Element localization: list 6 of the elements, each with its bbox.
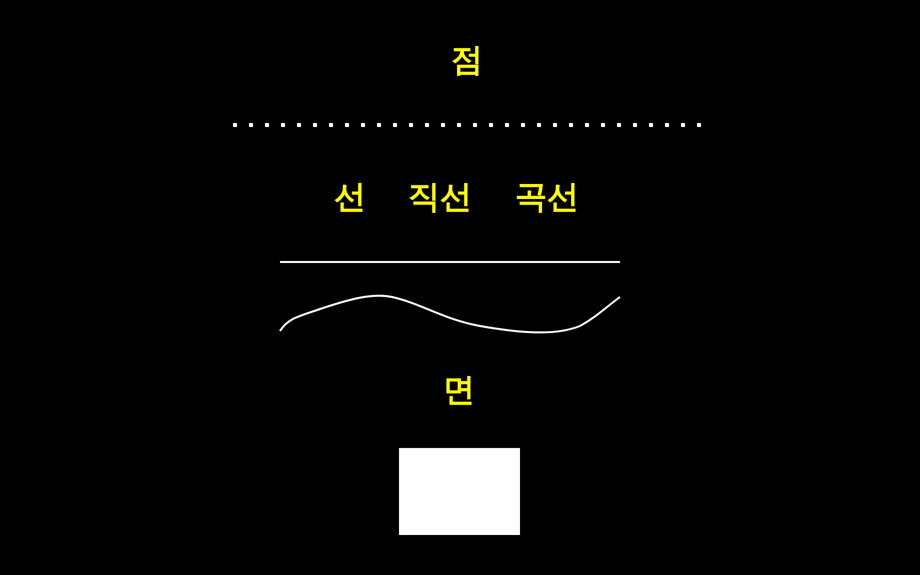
term-label: 곡선 [515,179,579,215]
term-label: 직선 [408,179,472,215]
term-label: 선 [334,179,366,215]
term-label: 면 [443,372,475,408]
filled-square [399,448,520,535]
term-label: 점 [451,42,483,78]
